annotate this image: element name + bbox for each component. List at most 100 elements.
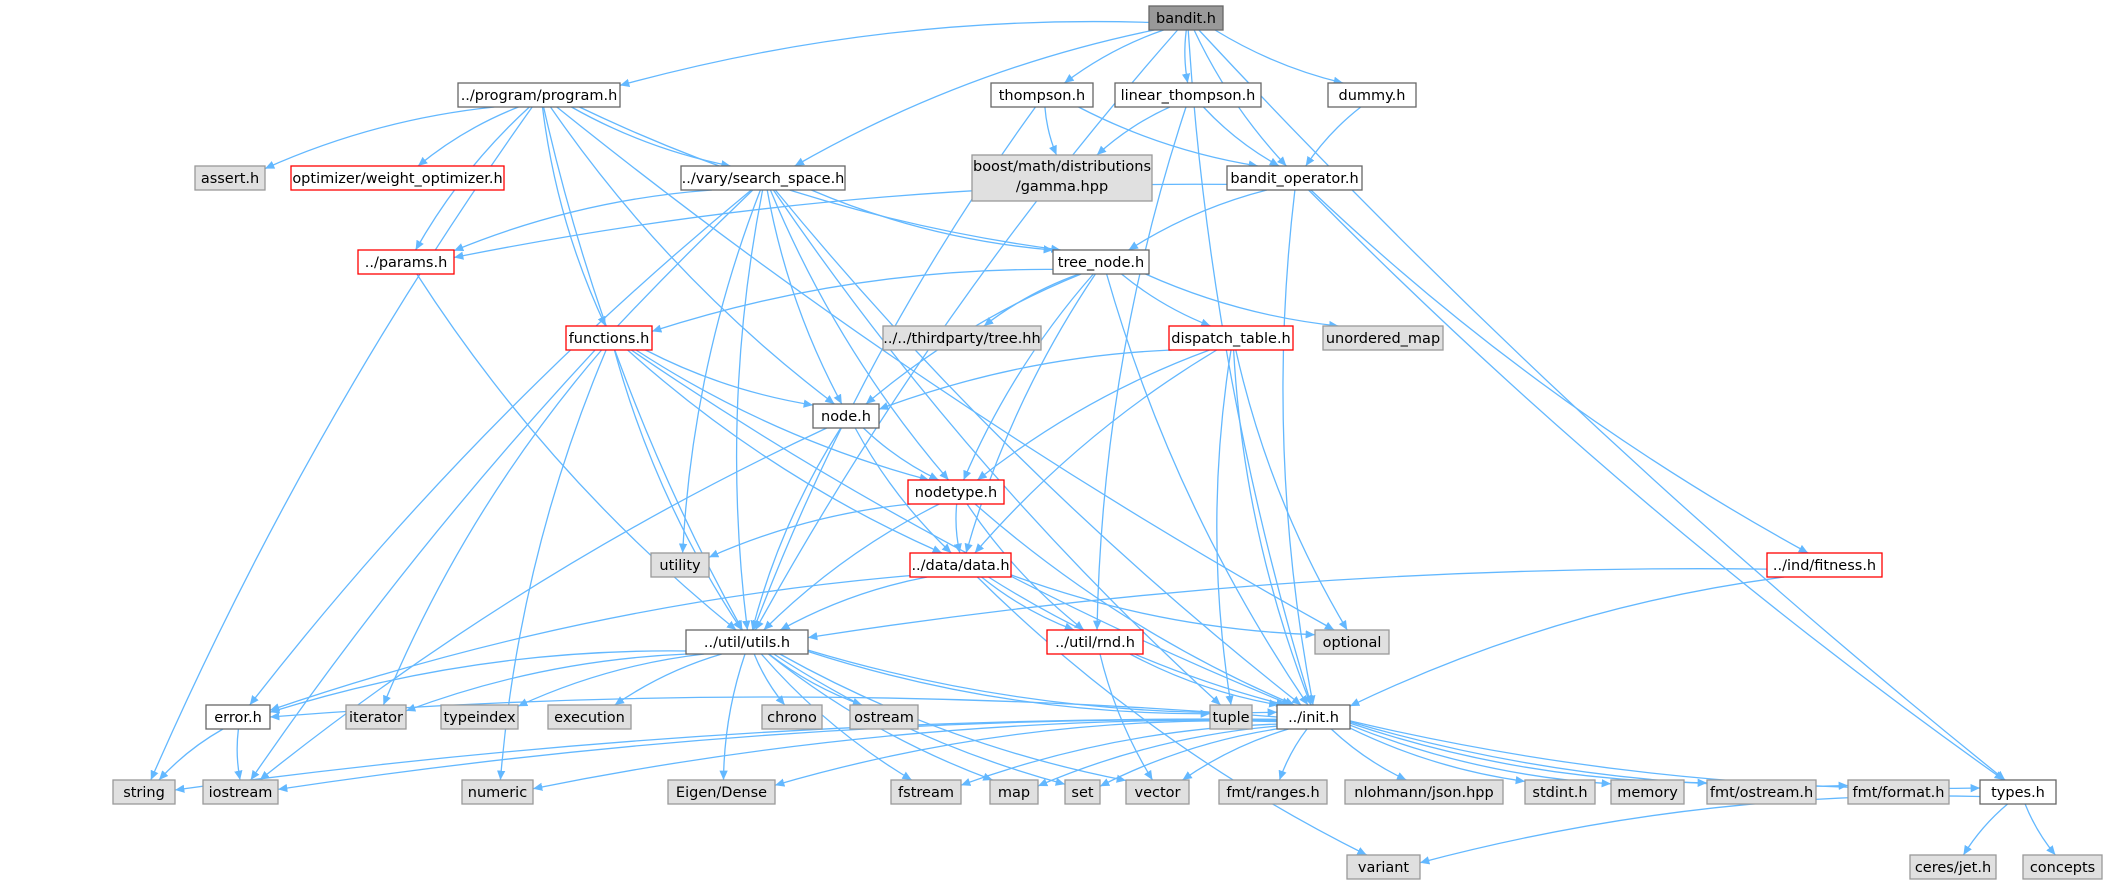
edge-linear_thompson-to-gamma	[1096, 106, 1171, 156]
node-unordered-map: unordered_map	[1322, 325, 1444, 351]
edge-dispatch_table-to-data	[974, 349, 1218, 554]
edge-functions-to-nodetype	[635, 349, 930, 482]
node-label: fmt/format.h	[1853, 785, 1945, 801]
node-linear-thompson[interactable]: linear_thompson.h	[1114, 82, 1262, 108]
edge-search_space-to-init	[774, 189, 1302, 706]
node-types[interactable]: types.h	[1979, 779, 2057, 805]
node-params[interactable]: ../params.h	[357, 249, 455, 275]
node-box	[1327, 82, 1417, 108]
edge-init-to-stdint	[1349, 727, 1526, 785]
node-box	[461, 779, 534, 805]
node-box	[1125, 779, 1190, 805]
node-box	[345, 704, 407, 730]
edge-layer	[150, 20, 2056, 865]
edge-functions-to-init	[630, 349, 1292, 706]
edge-dispatch_table-to-nodetype	[976, 349, 1210, 481]
node-node[interactable]: node.h	[812, 403, 880, 429]
edge-dispatch_table-to-optional	[1235, 349, 1348, 631]
edge-dispatch_table-to-init	[1232, 349, 1312, 706]
node-label: fstream	[898, 785, 954, 801]
node-program[interactable]: ../program/program.h	[457, 82, 621, 108]
edge-node-to-nodetype	[862, 427, 939, 481]
edge-functions-to-iterator	[382, 349, 603, 706]
node-nodetype[interactable]: nodetype.h	[907, 479, 1005, 505]
edge-init-to-set	[1099, 728, 1278, 787]
node-dummy[interactable]: dummy.h	[1327, 82, 1417, 108]
node-box	[907, 479, 1005, 505]
node-label: Eigen/Dense	[676, 785, 767, 801]
node-execution: execution	[547, 704, 632, 730]
node-chrono: chrono	[761, 704, 823, 730]
node-fmt-ranges: fmt/ranges.h	[1218, 779, 1328, 805]
node-box	[812, 403, 880, 429]
node-box	[194, 165, 266, 191]
node-box	[1276, 704, 1351, 730]
edge-program-to-node	[549, 106, 835, 405]
node-weight-optimizer[interactable]: optimizer/weight_optimizer.h	[290, 165, 505, 191]
node-box	[547, 704, 632, 730]
node-fitness[interactable]: ../ind/fitness.h	[1766, 552, 1883, 578]
node-label: set	[1071, 785, 1093, 801]
node-rnd[interactable]: ../util/rnd.h	[1046, 629, 1144, 655]
edge-program-to-assert	[264, 106, 495, 170]
edge-utils-to-vector	[779, 653, 1127, 783]
edge-bandit-to-search_space	[794, 29, 1155, 167]
node-init[interactable]: ../init.h	[1276, 704, 1351, 730]
node-label: bandit_operator.h	[1230, 171, 1358, 187]
node-label: functions.h	[569, 331, 650, 347]
edge-linear_thompson-to-rnd	[1093, 106, 1187, 631]
node-bandit[interactable]: bandit.h	[1148, 5, 1224, 31]
edge-fitness-to-init	[1349, 576, 1785, 707]
node-label: assert.h	[201, 171, 259, 187]
edge-tree_node-to-nodetype	[963, 273, 1094, 481]
edge-tree_node-to-init	[1105, 273, 1309, 706]
edge-nodetype-to-data	[953, 503, 962, 554]
edge-bandit_operator-to-init	[1282, 189, 1316, 706]
node-dispatch-table[interactable]: dispatch_table.h	[1168, 325, 1294, 351]
edge-types-to-concepts	[2024, 803, 2056, 856]
edge-dispatch_table-to-tuple	[1216, 349, 1234, 706]
node-fmt-ostream: fmt/ostream.h	[1706, 779, 1817, 805]
edge-dispatch_table-to-node	[878, 349, 1172, 410]
node-label: error.h	[214, 710, 262, 726]
node-box	[990, 82, 1094, 108]
edge-utils-to-execution	[614, 653, 722, 706]
edge-bandit-to-utils	[754, 29, 1179, 631]
edge-data-to-rnd	[981, 576, 1075, 631]
node-box	[1064, 779, 1101, 805]
node-label: concepts	[2030, 860, 2095, 876]
node-box	[849, 704, 919, 730]
edge-thompson-to-gamma	[1044, 106, 1058, 156]
node-box	[989, 779, 1039, 805]
edge-node-to-iostream	[259, 427, 827, 781]
node-tree-node[interactable]: tree_node.h	[1052, 249, 1150, 275]
edge-program-to-search_space	[571, 106, 731, 169]
edge-data-to-variant	[976, 576, 1367, 856]
edge-thompson-to-bandit_operator	[1078, 106, 1259, 169]
node-error[interactable]: error.h	[205, 704, 271, 730]
edge-init-to-fstream	[960, 723, 1278, 786]
edge-node-to-data	[854, 427, 952, 554]
edge-functions-to-node	[645, 349, 814, 408]
edge-bandit-to-dummy	[1214, 29, 1344, 85]
edge-functions-to-utils	[613, 349, 743, 631]
edge-tree_node-to-dispatch_table	[1121, 273, 1211, 327]
node-bandit-operator[interactable]: bandit_operator.h	[1226, 165, 1363, 191]
node-fstream: fstream	[890, 779, 962, 805]
node-label: dummy.h	[1339, 88, 1406, 104]
node-box	[2022, 854, 2103, 880]
node-box	[357, 249, 455, 275]
node-thompson[interactable]: thompson.h	[990, 82, 1094, 108]
node-box	[290, 165, 505, 191]
edge-params-to-utils	[416, 273, 737, 631]
node-box	[1847, 779, 1950, 805]
node-box	[761, 704, 823, 730]
node-functions[interactable]: functions.h	[565, 325, 653, 351]
node-label: /gamma.hpp	[1016, 179, 1108, 195]
node-search-space[interactable]: ../vary/search_space.h	[680, 165, 846, 191]
edge-search_space-to-iostream	[250, 189, 754, 781]
node-label: tree_node.h	[1058, 255, 1144, 271]
node-fmt-format: fmt/format.h	[1847, 779, 1950, 805]
node-data[interactable]: ../data/data.h	[909, 552, 1012, 578]
node-utils[interactable]: ../util/utils.h	[685, 629, 809, 655]
